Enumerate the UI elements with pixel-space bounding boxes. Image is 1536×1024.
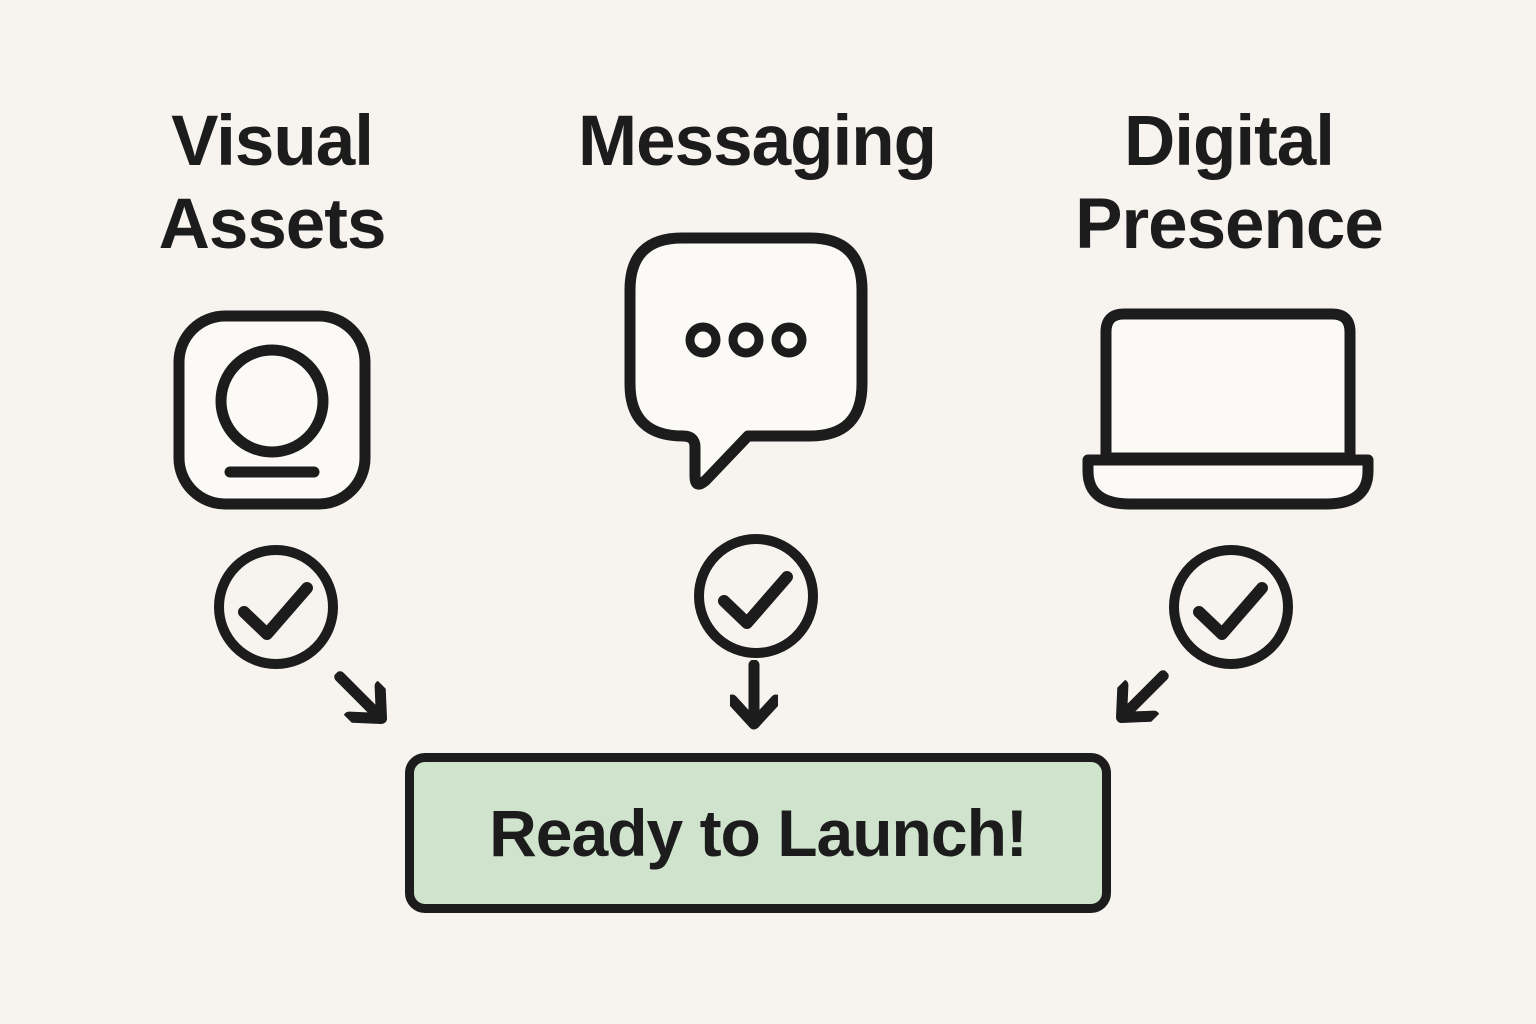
arrow-down-icon [730, 660, 778, 730]
check-circle-icon [1169, 545, 1293, 669]
arrow-down-right-icon [334, 671, 388, 725]
column-heading-visual-assets: Visual Assets [158, 102, 387, 265]
check-circle-icon [694, 534, 818, 658]
arrow-down-left-icon [1115, 670, 1169, 724]
column-heading-messaging: Messaging [578, 102, 937, 181]
ready-to-launch-label: Ready to Launch! [489, 796, 1028, 870]
laptop-icon [1082, 308, 1374, 510]
check-circle-icon [214, 545, 338, 669]
speech-bubble-icon [624, 232, 868, 490]
image-avatar-icon [173, 310, 371, 510]
column-heading-digital-presence: Digital Presence [1075, 102, 1384, 265]
ready-to-launch-banner: Ready to Launch! [405, 753, 1111, 913]
